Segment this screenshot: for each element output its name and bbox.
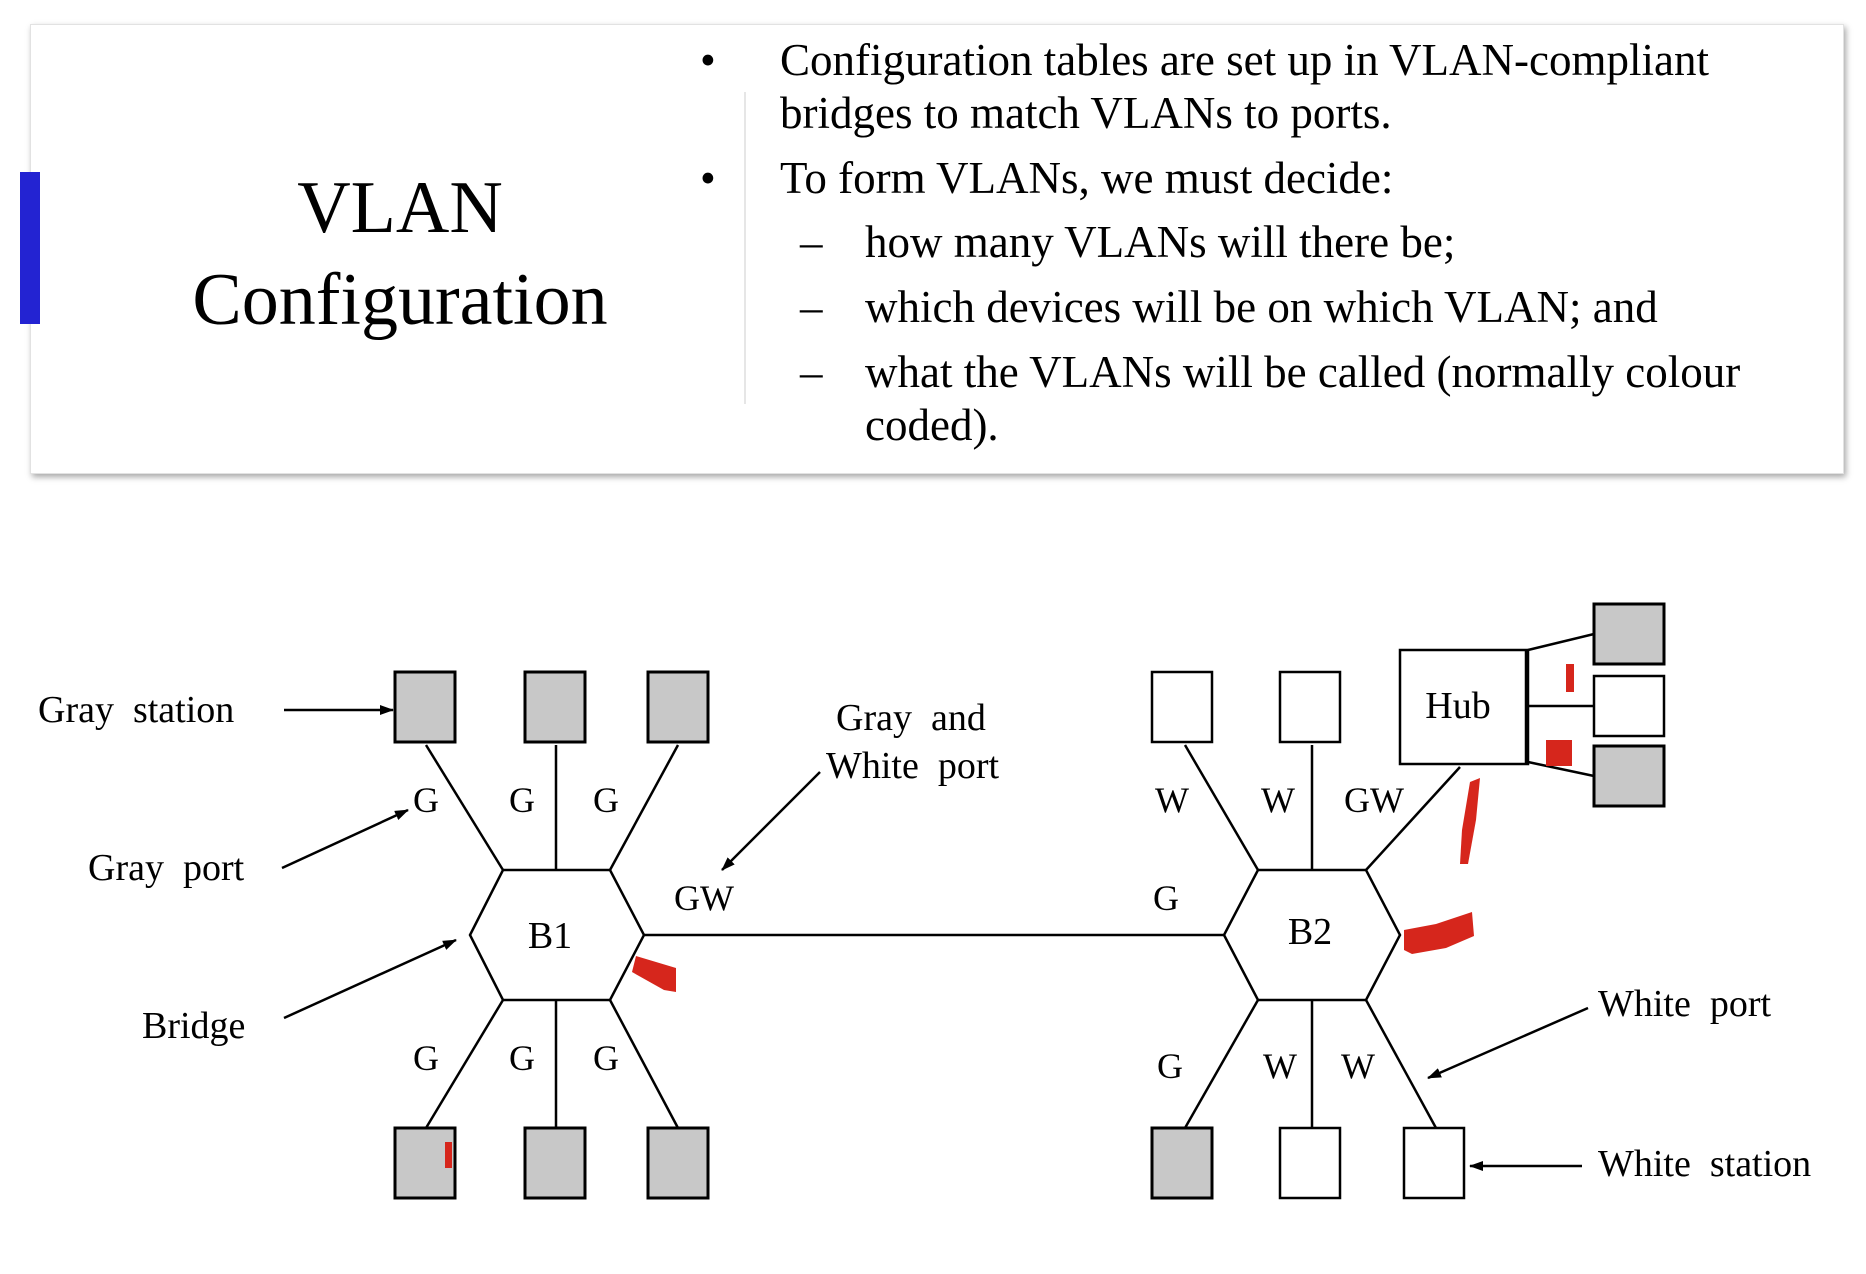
gray-station xyxy=(1592,602,1666,666)
gray-station xyxy=(523,1126,587,1200)
red-mark xyxy=(632,956,676,992)
sub-bullet-text: which devices will be on which VLAN; and xyxy=(865,282,1658,332)
white-station xyxy=(1278,1126,1342,1200)
link-b1-top-left xyxy=(424,744,505,871)
hub-label: Hub xyxy=(1425,685,1490,727)
divider xyxy=(744,92,746,404)
b2-stations xyxy=(1150,670,1466,1200)
bullet-line: Configuration tables are set up in VLAN-… xyxy=(780,35,1709,85)
arrows xyxy=(281,705,1589,1171)
title-line-1: VLAN xyxy=(297,167,503,249)
label-gray-port: Gray port xyxy=(88,847,245,889)
red-mark xyxy=(1404,912,1474,954)
label-gray-station: Gray station xyxy=(38,689,234,731)
bridge-b2 xyxy=(1222,868,1402,1002)
hub-box xyxy=(1398,648,1530,766)
red-mark xyxy=(1546,740,1572,766)
port-label: G xyxy=(413,780,439,820)
bullet-text: To form VLANs, we must decide: xyxy=(780,153,1394,203)
port-label: G xyxy=(413,1038,439,1078)
label-gray-white-port-1: Gray and xyxy=(836,697,986,739)
white-station xyxy=(1402,1126,1466,1200)
sub-bullet-mark: – xyxy=(800,347,823,397)
b2-label: B2 xyxy=(1288,911,1332,953)
sub-bullet-mark: – xyxy=(800,217,823,267)
arrow-bridge xyxy=(283,938,457,1020)
link-hub-bottom xyxy=(1527,760,1595,778)
header-panel xyxy=(30,24,1844,474)
slide-title: VLAN Configuration xyxy=(140,162,660,346)
port-label: GW xyxy=(1344,780,1404,820)
white-station xyxy=(1592,674,1666,738)
port-label: W xyxy=(1263,1046,1297,1086)
gray-station xyxy=(646,670,710,744)
red-mark xyxy=(1566,664,1574,692)
bridge-b1 xyxy=(468,868,646,1002)
sub-bullet-line: what the VLANs will be called (normally … xyxy=(865,347,1741,397)
sub-bullet-text: what the VLANs will be called (normally … xyxy=(865,346,1845,452)
port-label: G xyxy=(509,780,535,820)
label-gray-white-port-2: White port xyxy=(826,745,1000,787)
link-b2-bottom-left xyxy=(1183,999,1260,1129)
gray-station xyxy=(646,1126,710,1200)
sub-bullet-mark: – xyxy=(800,282,823,332)
link-hub-top xyxy=(1527,632,1595,652)
arrow-gray-port xyxy=(281,808,409,870)
white-station xyxy=(1150,670,1214,744)
annotation-labels: Gray station Gray port Bridge Gray and W… xyxy=(38,689,1811,1185)
link-b1-top-right xyxy=(608,744,680,871)
label-white-station: White station xyxy=(1598,1143,1811,1185)
port-label: G xyxy=(509,1038,535,1078)
port-label: W xyxy=(1261,780,1295,820)
bullet-text: Configuration tables are set up in VLAN-… xyxy=(780,34,1840,140)
sub-bullet-line: coded). xyxy=(865,400,999,450)
red-mark xyxy=(1460,778,1480,864)
red-annotations xyxy=(445,664,1574,1168)
arrow-white-port xyxy=(1427,1006,1589,1080)
bullet-mark: • xyxy=(700,153,716,203)
bullet-mark: • xyxy=(700,35,716,85)
link-b1-bottom-left xyxy=(424,999,505,1129)
port-label: G xyxy=(1153,878,1179,918)
gray-station xyxy=(1592,744,1666,808)
link-b2-bottom-right xyxy=(1364,999,1438,1129)
gray-station xyxy=(393,670,457,744)
link-b1-bottom-right xyxy=(608,999,680,1129)
gray-station xyxy=(523,670,587,744)
port-label: W xyxy=(1155,780,1189,820)
link-b2-hub xyxy=(1365,766,1461,871)
port-label: GW xyxy=(674,878,734,918)
port-label: G xyxy=(593,1038,619,1078)
white-station xyxy=(1278,670,1342,744)
red-mark xyxy=(445,1142,452,1168)
accent-bar xyxy=(20,172,40,324)
arrow-gray-white-port xyxy=(721,771,821,871)
port-labels: G G G G G G GW G W W GW G W W xyxy=(413,780,1404,1086)
port-label: G xyxy=(1157,1046,1183,1086)
link-b2-top-left xyxy=(1183,744,1260,871)
label-white-port: White port xyxy=(1598,983,1772,1025)
hub-stations xyxy=(1592,602,1666,808)
label-bridge: Bridge xyxy=(142,1005,245,1047)
port-label: W xyxy=(1341,1046,1375,1086)
title-line-2: Configuration xyxy=(192,259,608,341)
port-label: G xyxy=(593,780,619,820)
gray-station xyxy=(1150,1126,1214,1200)
b1-label: B1 xyxy=(528,915,572,957)
links xyxy=(424,632,1595,1129)
sub-bullet-text: how many VLANs will there be; xyxy=(865,217,1456,267)
bullet-line: bridges to match VLANs to ports. xyxy=(780,88,1392,138)
